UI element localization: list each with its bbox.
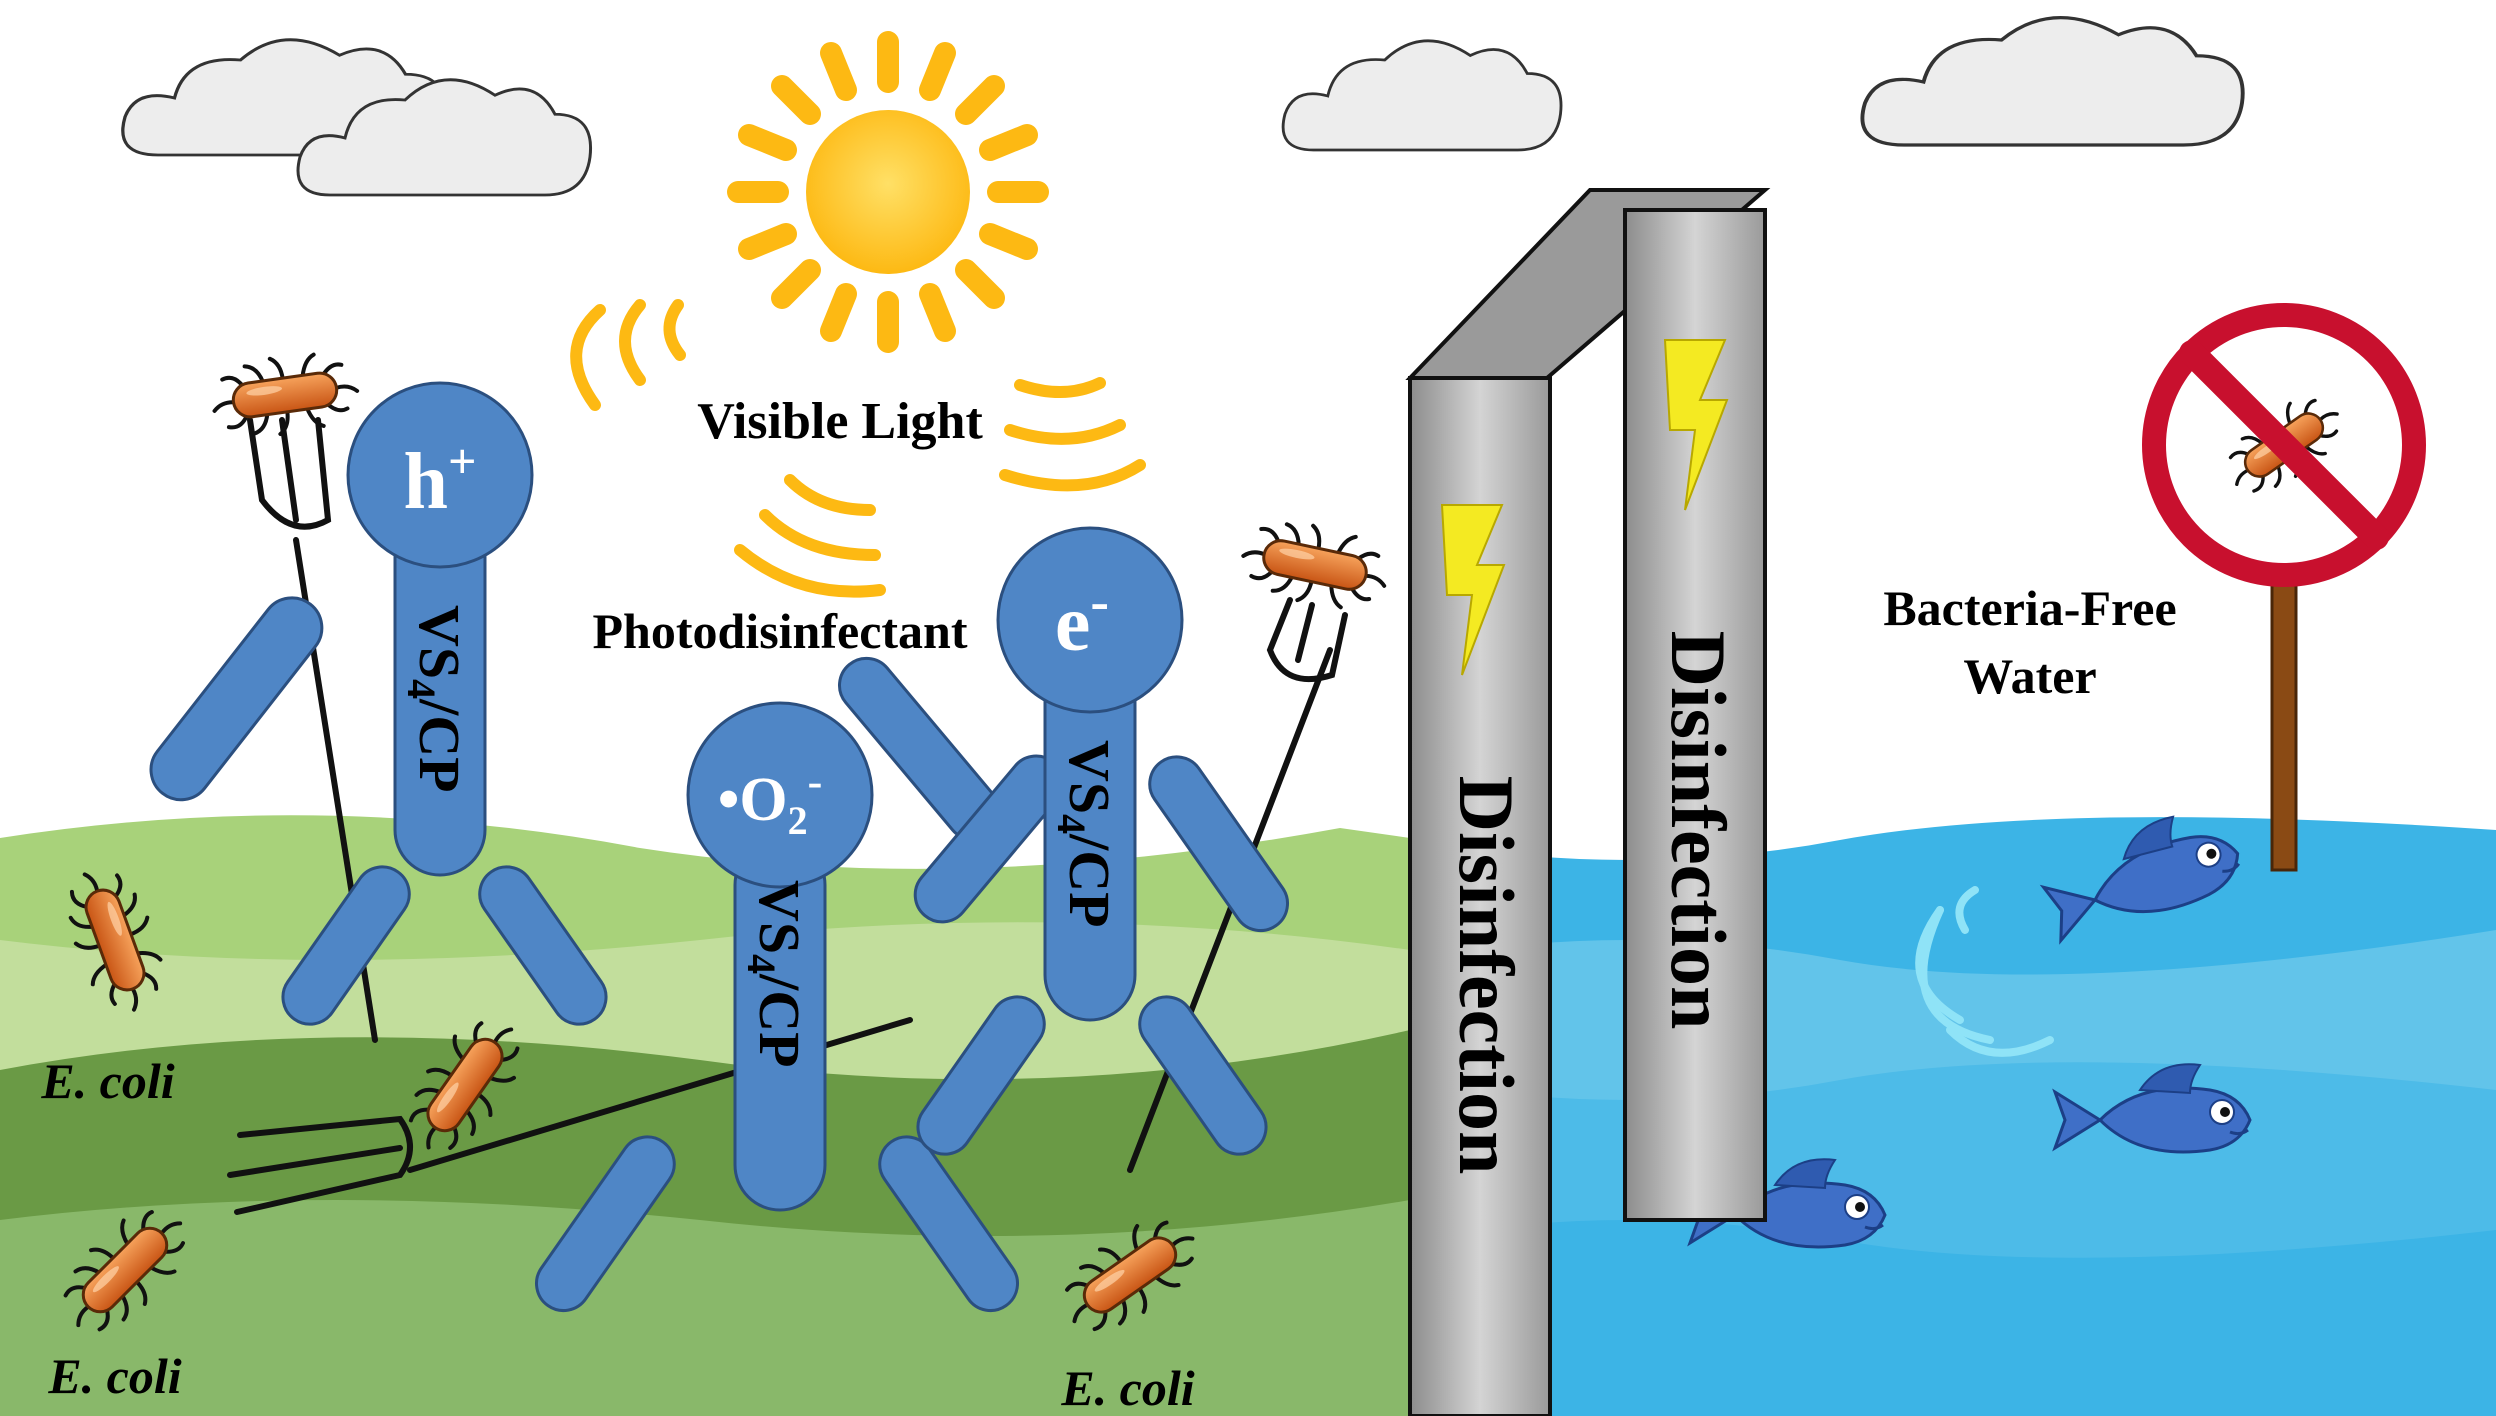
grass-foot	[0, 1200, 1410, 1416]
pitchfork-icon	[1127, 597, 1348, 1173]
bacteria-free-label-line1: Bacteria-Free	[1883, 580, 2176, 636]
vs4cp-label: VS4/CP	[739, 880, 812, 1068]
sun-icon	[727, 31, 1049, 353]
disinfection-gate	[1405, 188, 1771, 1416]
e-minus-label: e-	[1055, 571, 1109, 668]
splash-icon	[1915, 886, 2054, 1057]
photodisinfectant-label: Photodisinfectant	[593, 603, 968, 659]
disinfection-label-front: Disinfection	[1443, 776, 1530, 1175]
figure-o2	[535, 656, 1019, 1313]
light-wave-icon	[570, 299, 1146, 598]
superoxide-label: •O2-	[718, 757, 823, 843]
figure-h-plus	[149, 381, 608, 1026]
pitchfork-icon	[227, 1017, 913, 1215]
visible-light-label: Visible Light	[697, 393, 983, 450]
vs4cp-label: VS4/CP	[1049, 740, 1122, 928]
ecoli-label: E. coli	[47, 1348, 181, 1404]
h-plus-label: h+	[404, 433, 477, 526]
water-front	[1410, 1220, 2496, 1416]
figure-e-minus	[913, 526, 1289, 1156]
disinfection-label-back: Disinfection	[1655, 631, 1742, 1030]
ecoli-label: E. coli	[40, 1053, 174, 1109]
bacteria-free-label-line2: Water	[1963, 648, 2096, 704]
vs4cp-label: VS4/CP	[399, 605, 472, 793]
ecoli-label: E. coli	[1060, 1360, 1194, 1416]
no-bacteria-sign	[2142, 303, 2426, 872]
